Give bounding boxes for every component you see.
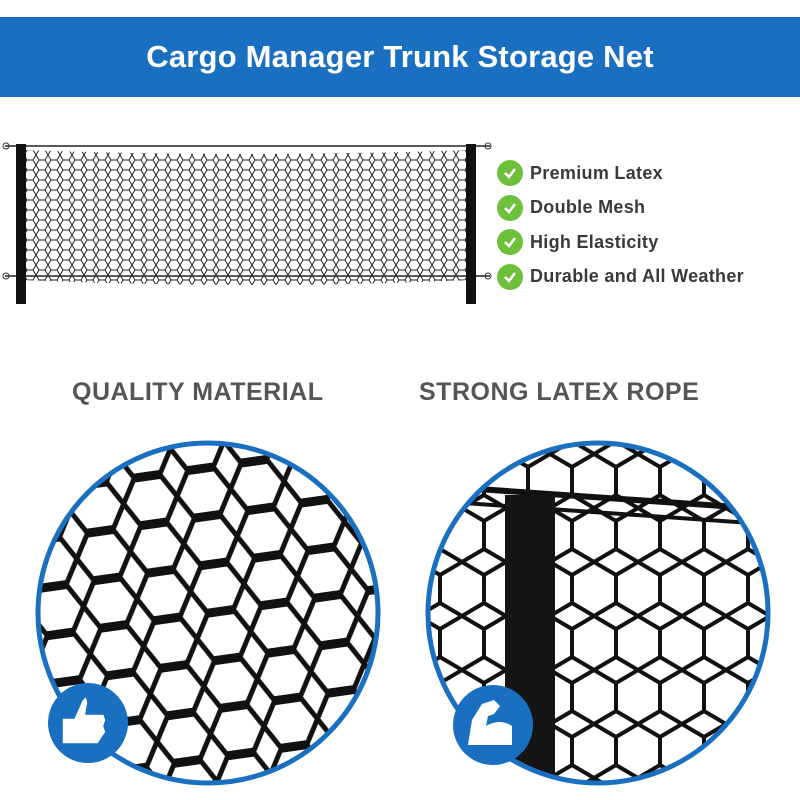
check-circle-icon bbox=[497, 263, 523, 290]
thumbs-up-icon bbox=[48, 683, 128, 763]
page-title: Cargo Manager Trunk Storage Net bbox=[146, 39, 654, 74]
feature-list: Premium Latex Double Mesh High Elasticit… bbox=[497, 156, 744, 294]
check-circle-icon bbox=[497, 160, 523, 187]
cargo-net-product-image bbox=[2, 142, 492, 304]
check-circle-icon bbox=[497, 229, 523, 256]
title-banner: Cargo Manager Trunk Storage Net bbox=[0, 17, 800, 97]
section-title-rope: STRONG LATEX ROPE bbox=[419, 378, 700, 406]
check-circle-icon bbox=[497, 194, 523, 221]
feature-item: High Elasticity bbox=[497, 225, 744, 260]
quality-material-closeup bbox=[35, 440, 771, 786]
section-title-quality: QUALITY MATERIAL bbox=[72, 378, 324, 406]
flexed-arm-icon bbox=[453, 685, 533, 765]
feature-item: Double Mesh bbox=[497, 191, 744, 226]
feature-item: Premium Latex bbox=[497, 156, 744, 191]
feature-item: Durable and All Weather bbox=[497, 260, 744, 295]
